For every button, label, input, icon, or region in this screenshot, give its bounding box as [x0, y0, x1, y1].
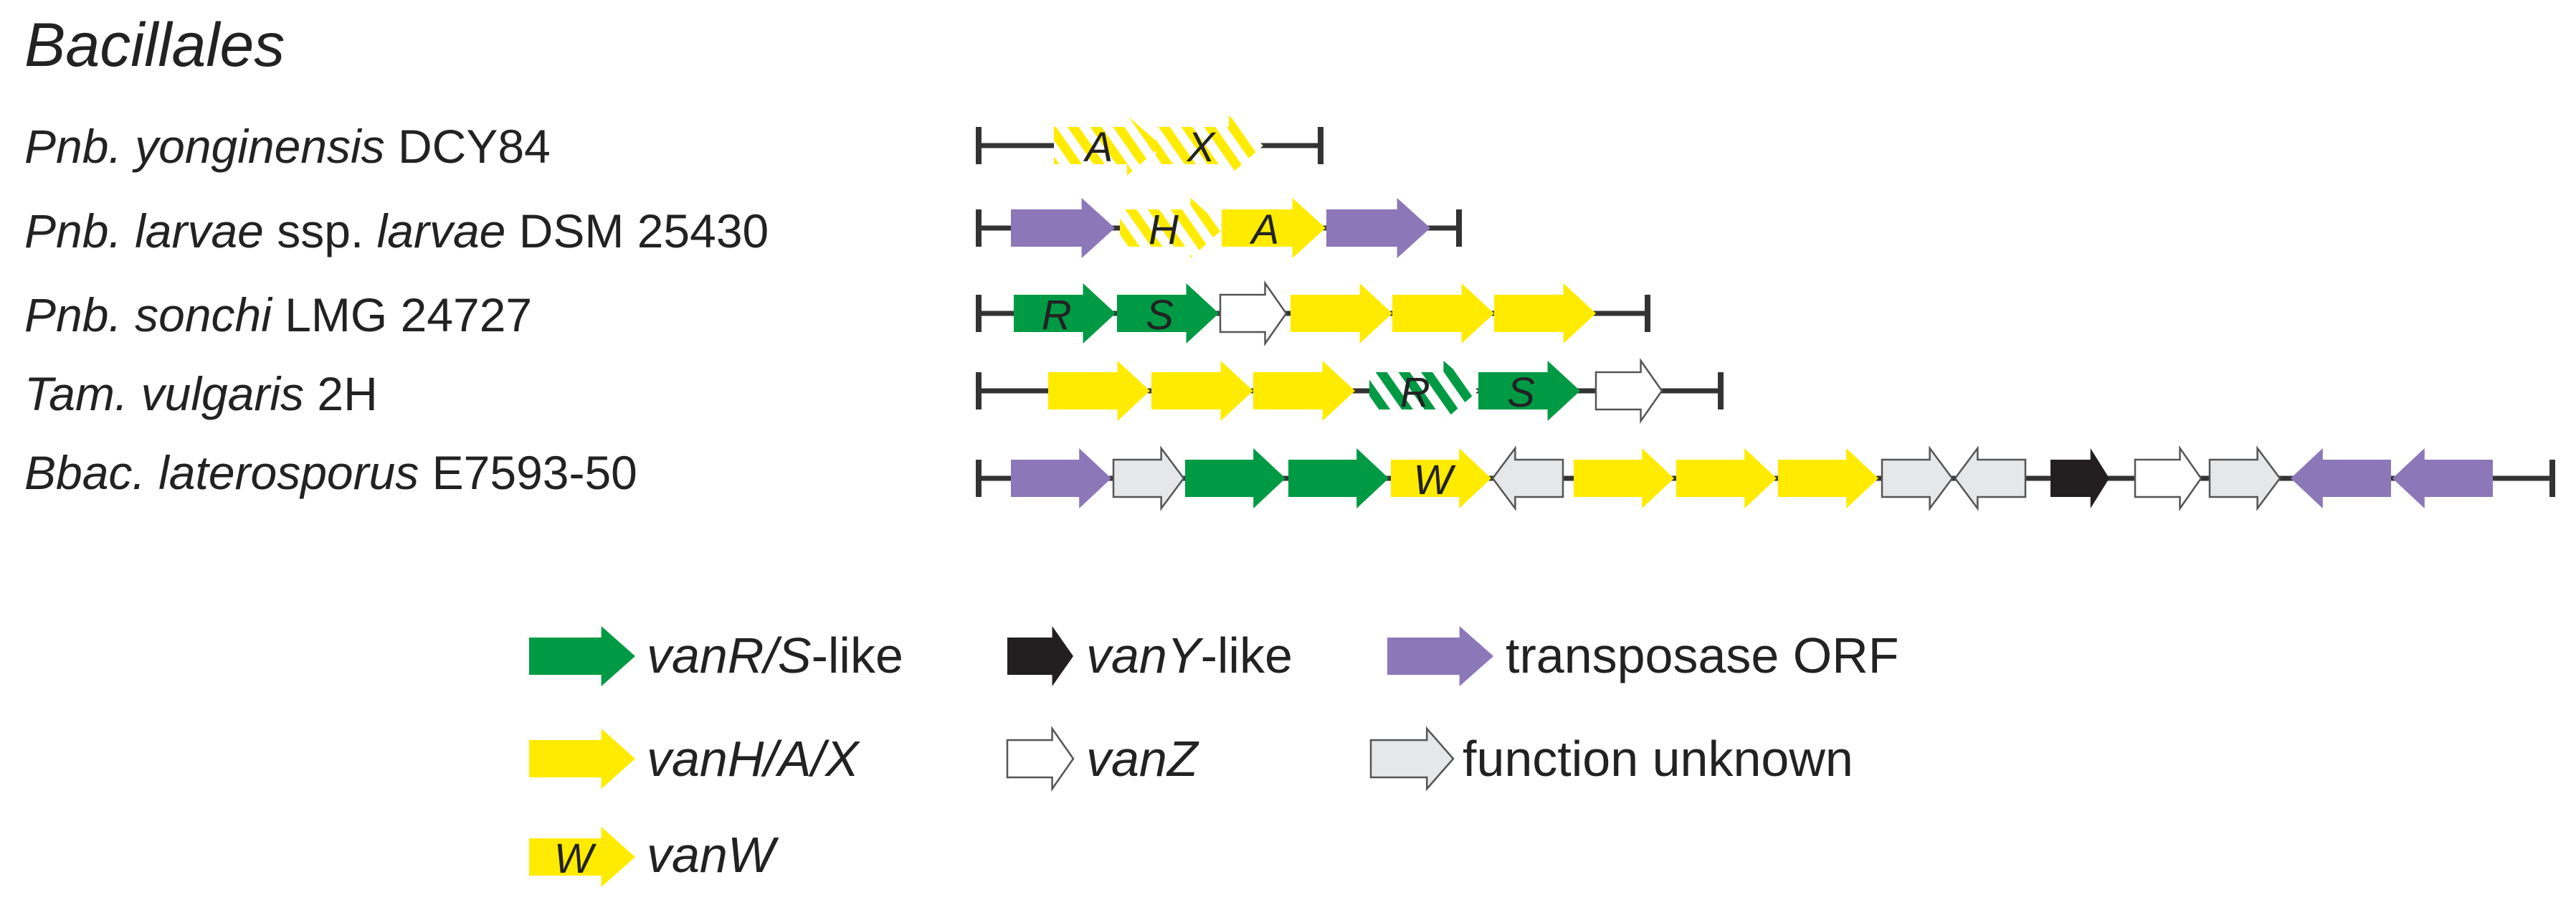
gene-arrow-transposase: [2392, 448, 2493, 508]
organism-label: Pnb. sonchi LMG 24727: [24, 288, 532, 341]
organism-label: Pnb. yonginensis DCY84: [24, 120, 551, 173]
gene-arrow-transposase: [1011, 198, 1115, 258]
legend-swatch-vanhax: [529, 729, 635, 789]
gene-arrow-vanhax: H: [1120, 198, 1224, 258]
gene-arrow-vanrs: [1185, 448, 1285, 508]
legend-label-vanhax: vanH/A/X: [647, 731, 860, 787]
gene-arrow-unknown: [1954, 445, 2027, 511]
legend-swatches: W: [529, 626, 1493, 887]
legend-label-vanz: vanZ: [1086, 731, 1199, 787]
gene-arrow-vanhax: [1778, 448, 1878, 508]
legend-label-transposase: transposase ORF: [1506, 627, 1899, 683]
gene-arrow-vanrs: S: [1478, 361, 1580, 421]
legend-swatch-vany: [1007, 626, 1073, 686]
legend-label-vany: vanY-like: [1086, 627, 1293, 683]
gene-arrow-vanhax: W: [1391, 448, 1491, 508]
gene-label: S: [1146, 292, 1174, 338]
gene-arrow-unknown: [2208, 445, 2281, 511]
gene-arrow-vanhax: [1253, 361, 1355, 421]
gene-arrow-vanz: [1219, 280, 1288, 346]
gene-arrow-transposase: [1326, 198, 1430, 258]
gene-label: S: [1507, 369, 1535, 416]
legend-swatch-unknown: [1369, 726, 1455, 792]
gene-arrow-vany: [2050, 448, 2109, 508]
gene-label: A: [1083, 124, 1113, 171]
figure-title: Bacillales: [24, 11, 285, 80]
gene-arrow-vanhax: [1392, 283, 1494, 344]
gene-arrow-vanhax: X: [1156, 115, 1263, 176]
gene-label: H: [1149, 207, 1179, 253]
gene-arrow-vanhax: A: [1222, 198, 1326, 258]
gene-arrow-vanrs: S: [1117, 283, 1219, 344]
gene-arrow-transposase: [1011, 448, 1111, 508]
gene-arrow-vanz: [1594, 358, 1663, 424]
gene-arrow-unknown: [1881, 445, 1954, 511]
legend-swatch-vanz: [1006, 726, 1075, 792]
gene-label: A: [1250, 207, 1280, 253]
gene-arrow-unknown: [1491, 445, 1564, 511]
gene-arrow-vanhax: A: [1054, 115, 1161, 176]
gene-label: X: [1186, 124, 1217, 171]
legend: W vanR/S-like vanY-like transposase ORF …: [529, 626, 1899, 887]
gene-arrow-vanhax: [1574, 448, 1674, 508]
gene-arrow-vanrs: [1288, 448, 1389, 508]
cluster-row: W: [976, 445, 2555, 511]
organism-labels: Pnb. yonginensis DCY84 Pnb. larvae ssp. …: [24, 120, 769, 499]
gene-label: W: [1413, 457, 1456, 503]
organism-label: Pnb. larvae ssp. larvae DSM 25430: [24, 204, 769, 257]
gene-label: R: [1042, 292, 1072, 338]
legend-swatch-vanhax: W: [529, 827, 635, 887]
gene-arrow-vanrs: R: [1369, 361, 1478, 421]
gene-label: W: [554, 835, 597, 882]
gene-arrow-vanhax: [1048, 361, 1150, 421]
organism-label: Bbac. laterosporus E7593-50: [24, 446, 637, 499]
gene-arrow-vanz: [2134, 445, 2202, 511]
gene-arrow-vanhax: [1494, 283, 1596, 344]
organism-label: Tam. vulgaris 2H: [24, 367, 378, 420]
legend-label-vanw: vanW: [647, 827, 779, 883]
gene-arrow-vanhax: [1291, 283, 1392, 344]
legend-label-unknown: function unknown: [1463, 731, 1853, 787]
gene-arrow-unknown: [1112, 445, 1185, 511]
gene-arrow-vanrs: R: [1014, 283, 1116, 344]
legend-swatch-vanrs: [529, 626, 635, 686]
gene-arrow-vanhax: [1151, 361, 1253, 421]
gene-arrow-transposase: [2291, 448, 2391, 508]
legend-swatch-transposase: [1387, 626, 1493, 686]
gene-label: R: [1400, 369, 1430, 416]
legend-label-vanrs: vanR/S-like: [647, 627, 903, 683]
gene-arrow-vanhax: [1676, 448, 1777, 508]
